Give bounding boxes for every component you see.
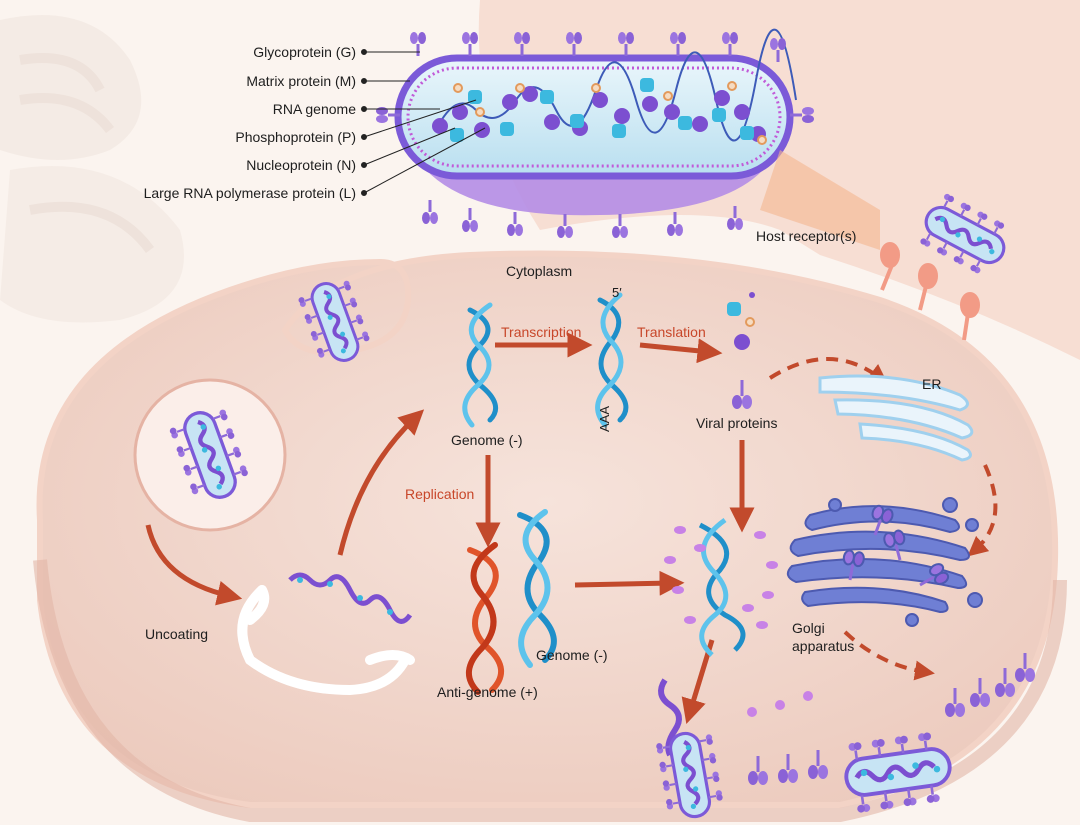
background-organelle (0, 15, 184, 323)
endosome (133, 378, 287, 532)
label-transcription: Transcription (501, 324, 582, 340)
label-antigenome: Anti-genome (+) (437, 684, 538, 700)
genome-negative-bottom (517, 509, 557, 668)
virion-bound-to-receptor (880, 190, 1015, 341)
budding-virion (655, 678, 725, 821)
assembling-nucleocapsid (664, 517, 778, 657)
label-cytoplasm: Cytoplasm (506, 263, 573, 279)
mrna-strand (595, 292, 629, 428)
dashed-arrows (768, 357, 998, 681)
host-receptor-shapes (880, 242, 980, 341)
label-nucleoprotein: Nucleoprotein (N) (246, 157, 356, 173)
label-genome-bottom: Genome (-) (536, 647, 608, 663)
label-genome-top: Genome (-) (451, 432, 523, 448)
label-host-receptor: Host receptor(s) (756, 228, 857, 244)
pathway-arrows (145, 332, 755, 724)
released-nucleocapsid (288, 572, 413, 624)
er-organelle (818, 374, 974, 462)
label-glycoprotein: Glycoprotein (G) (253, 44, 356, 60)
golgi-organelle (786, 497, 983, 627)
label-rna-genome: RNA genome (272, 101, 356, 117)
label-translation: Translation (637, 324, 706, 340)
antigenome-positive (466, 542, 504, 695)
genome-negative-top (462, 302, 499, 428)
uncoated-envelope (237, 585, 415, 696)
virion-illustration (374, 28, 880, 250)
label-five-prime: 5′ (612, 285, 622, 300)
label-aaa: AAA (597, 405, 612, 432)
label-viral-proteins: Viral proteins (696, 415, 778, 431)
membrane-glycoproteins (746, 651, 1037, 787)
label-matrix-protein: Matrix protein (M) (246, 73, 356, 89)
label-golgi-line1: Golgi (792, 620, 825, 636)
label-leader-lines (361, 49, 486, 196)
label-replication: Replication (405, 486, 475, 502)
viral-proteins-group (727, 292, 755, 411)
label-golgi-line2: apparatus (792, 638, 855, 654)
label-phosphoprotein: Phosphoprotein (P) (235, 129, 356, 145)
label-er: ER (922, 376, 942, 392)
label-polymerase: Large RNA polymerase protein (L) (143, 185, 356, 201)
label-uncoating: Uncoating (145, 626, 209, 642)
